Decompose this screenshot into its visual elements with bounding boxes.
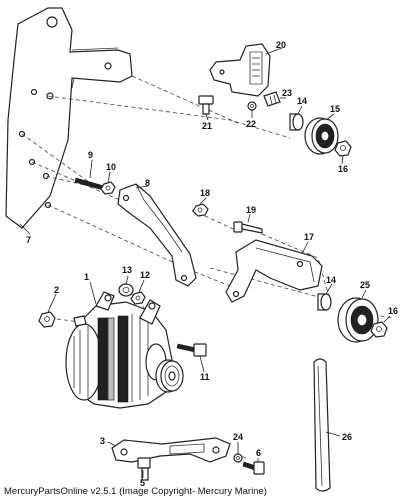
callout-9: 9 <box>88 150 93 160</box>
bolt-part-6[interactable] <box>242 461 265 475</box>
callout-8: 8 <box>145 178 150 188</box>
callout-11: 11 <box>200 372 210 382</box>
callout-7: 7 <box>26 235 31 245</box>
bolt-part-19[interactable] <box>233 221 263 234</box>
stud-part-23[interactable] <box>263 91 281 107</box>
nut-part-16-lower[interactable] <box>370 321 388 338</box>
callout-22: 22 <box>246 119 256 129</box>
callout-14-upper: 14 <box>297 96 307 106</box>
callout-23: 23 <box>282 88 292 98</box>
spacer-part-14-lower[interactable] <box>317 293 332 311</box>
alternator-pulley[interactable] <box>155 359 184 393</box>
washer-part-22[interactable] <box>247 101 257 111</box>
idler-pulley-part-15[interactable] <box>304 117 339 155</box>
mounting-plate-part-7[interactable] <box>5 7 133 229</box>
bolt-part-11[interactable] <box>176 343 207 357</box>
callout-16-upper: 16 <box>338 164 348 174</box>
callout-16-lower: 16 <box>388 306 398 316</box>
callout-3: 3 <box>100 436 105 446</box>
callout-15: 15 <box>330 104 340 114</box>
support-bracket-part-8[interactable] <box>117 183 197 287</box>
bolt-part-21[interactable] <box>198 95 214 115</box>
bolt-part-5[interactable] <box>137 457 151 481</box>
callout-12: 12 <box>140 270 150 280</box>
tensioner-pulley-part-25[interactable] <box>337 297 379 343</box>
nut-part-16-upper[interactable] <box>334 140 352 157</box>
callout-24: 24 <box>233 432 243 442</box>
drive-belt-part-26[interactable] <box>313 358 331 492</box>
washer-part-24[interactable] <box>233 453 243 463</box>
leader-lines <box>19 47 391 478</box>
spacer-part-14-upper[interactable] <box>289 113 304 131</box>
callout-25: 25 <box>360 280 370 290</box>
stud-part-9[interactable] <box>74 177 105 191</box>
callout-6: 6 <box>256 448 261 458</box>
callout-13: 13 <box>122 265 132 275</box>
callout-17: 17 <box>304 232 314 242</box>
upper-bracket-part-20[interactable] <box>209 43 271 97</box>
callout-18: 18 <box>200 188 210 198</box>
nut-part-12[interactable] <box>130 291 146 305</box>
nut-part-18[interactable] <box>192 203 209 217</box>
callout-21: 21 <box>202 121 212 131</box>
alternator-part-1[interactable] <box>65 291 173 409</box>
callout-14-lower: 14 <box>326 275 336 285</box>
tensioner-arm-part-17[interactable] <box>225 239 323 303</box>
callout-1: 1 <box>84 272 89 282</box>
callout-2: 2 <box>54 285 59 295</box>
copyright-footer: MercuryPartsOnline v2.5.1 (Image Copyrig… <box>4 486 267 497</box>
callout-19: 19 <box>246 205 256 215</box>
nut-part-10[interactable] <box>100 181 116 195</box>
callout-10: 10 <box>106 162 116 172</box>
cap-part-13[interactable] <box>118 283 134 297</box>
adjusting-bracket-part-3[interactable] <box>111 437 231 463</box>
callout-26: 26 <box>342 432 352 442</box>
callout-5: 5 <box>140 478 145 488</box>
nut-part-2[interactable] <box>38 311 56 328</box>
callout-20: 20 <box>276 40 286 50</box>
